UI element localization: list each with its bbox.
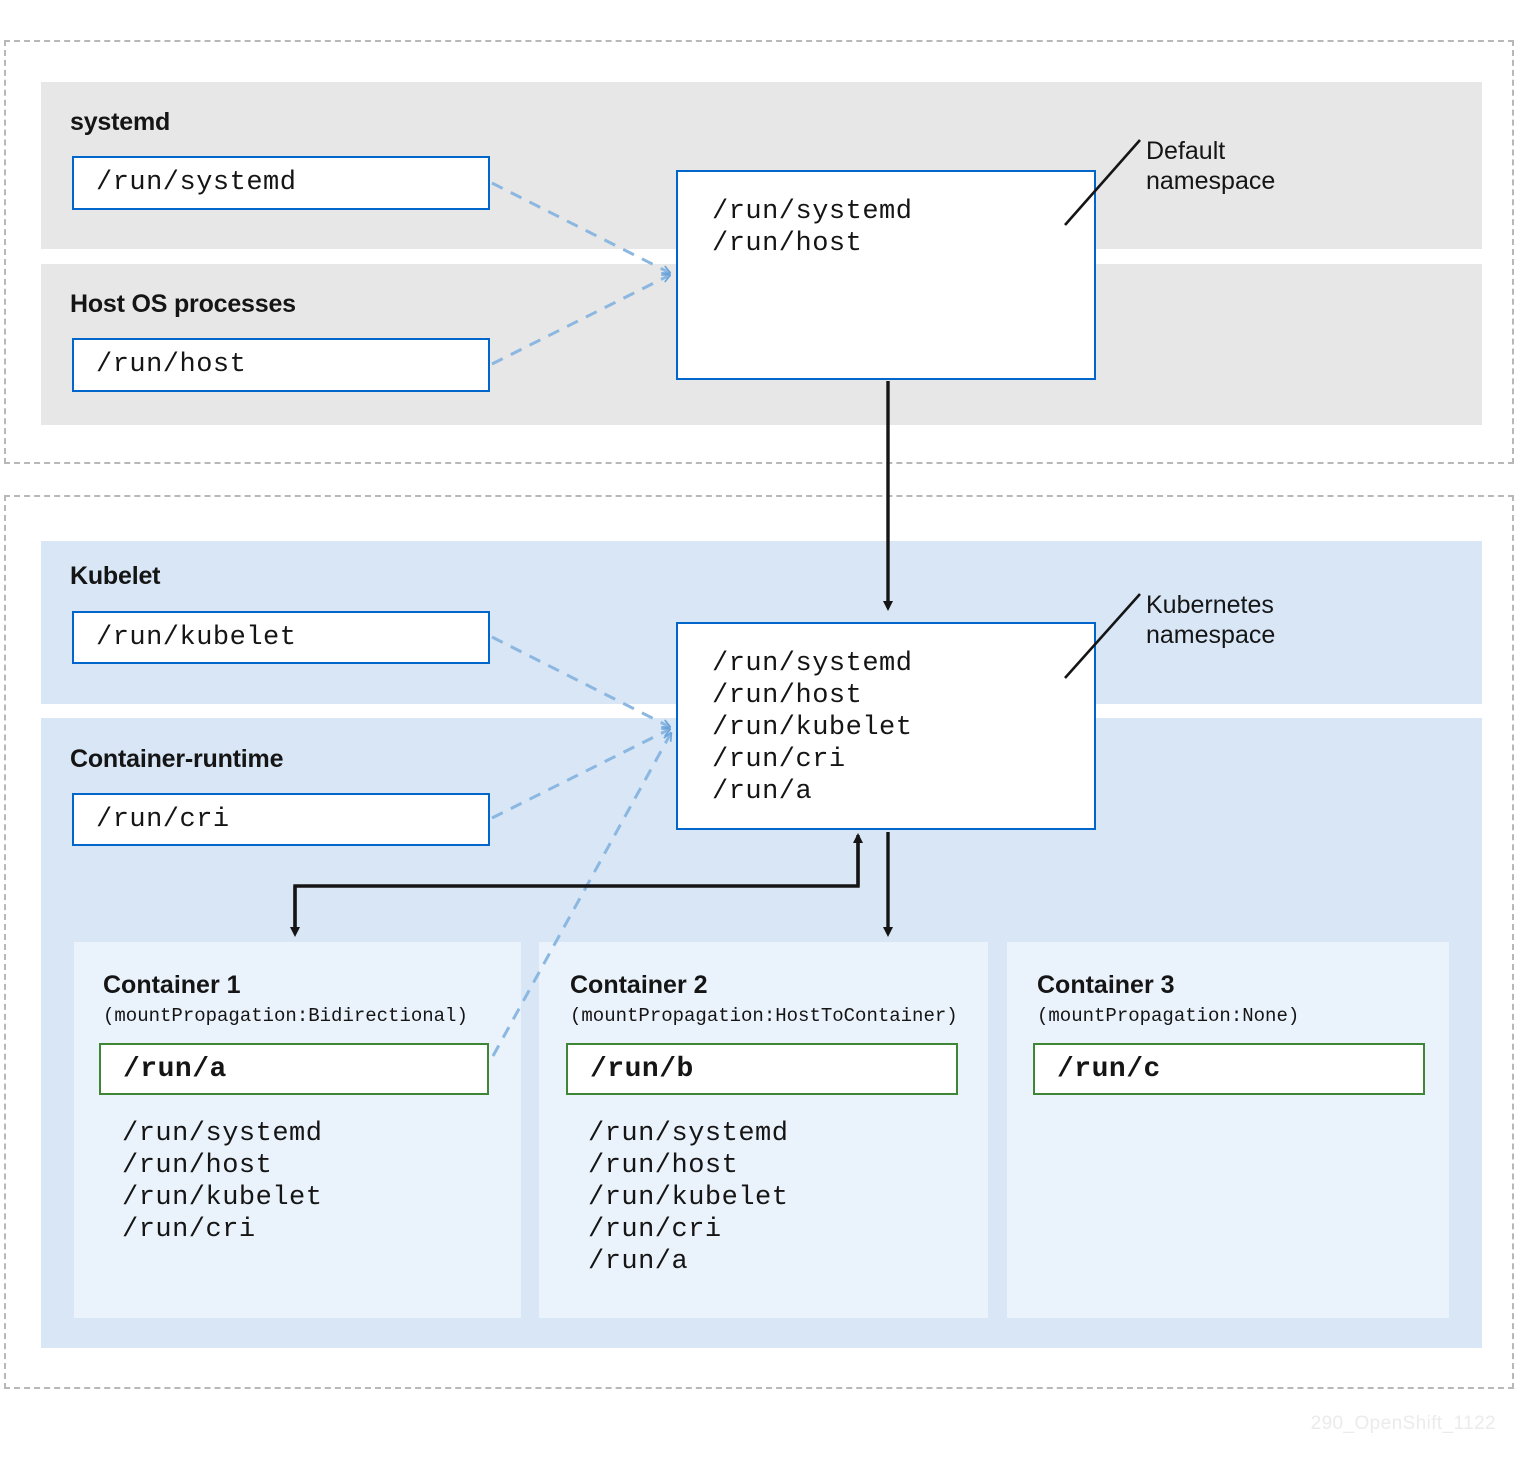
default-namespace-mounts-box: /run/systemd /run/host	[676, 170, 1096, 380]
kubernetes-namespace-mounts-box: /run/systemd /run/host /run/kubelet /run…	[676, 622, 1096, 830]
group-title-kubelet: Kubelet	[70, 562, 161, 590]
path-box-run-kubelet: /run/kubelet	[72, 611, 490, 664]
container-mount-box-2: /run/b	[566, 1043, 958, 1095]
kubernetes-namespace-region	[4, 495, 1514, 1389]
container-panel-3	[1007, 942, 1449, 1318]
container-path-list-1: /run/systemd /run/host /run/kubelet /run…	[122, 1119, 323, 1245]
path-box-run-cri: /run/cri	[72, 793, 490, 846]
callout-label-kubernetes-namespace: Kubernetes namespace	[1146, 591, 1276, 649]
container-title-1: Container 1	[103, 971, 241, 999]
container-subtitle-1: (mountPropagation:Bidirectional)	[103, 1005, 468, 1027]
group-title-systemd: systemd	[70, 108, 171, 136]
path-box-run-host: /run/host	[72, 338, 490, 392]
container-title-2: Container 2	[570, 971, 708, 999]
container-panel-1	[74, 942, 521, 1318]
container-mount-box-1: /run/a	[99, 1043, 489, 1095]
watermark: 290_OpenShift_1122	[1310, 1413, 1496, 1434]
group-title-container-runtime: Container-runtime	[70, 745, 284, 773]
container-path-list-2: /run/systemd /run/host /run/kubelet /run…	[588, 1119, 789, 1277]
container-title-3: Container 3	[1037, 971, 1175, 999]
container-subtitle-3: (mountPropagation:None)	[1037, 1005, 1300, 1027]
group-title-host-os-processes: Host OS processes	[70, 290, 296, 318]
container-subtitle-2: (mountPropagation:HostToContainer)	[570, 1005, 958, 1027]
default-namespace-region	[4, 40, 1514, 464]
callout-label-default-namespace: Default namespace	[1146, 137, 1276, 195]
path-box-run-systemd: /run/systemd	[72, 156, 490, 210]
container-mount-box-3: /run/c	[1033, 1043, 1425, 1095]
